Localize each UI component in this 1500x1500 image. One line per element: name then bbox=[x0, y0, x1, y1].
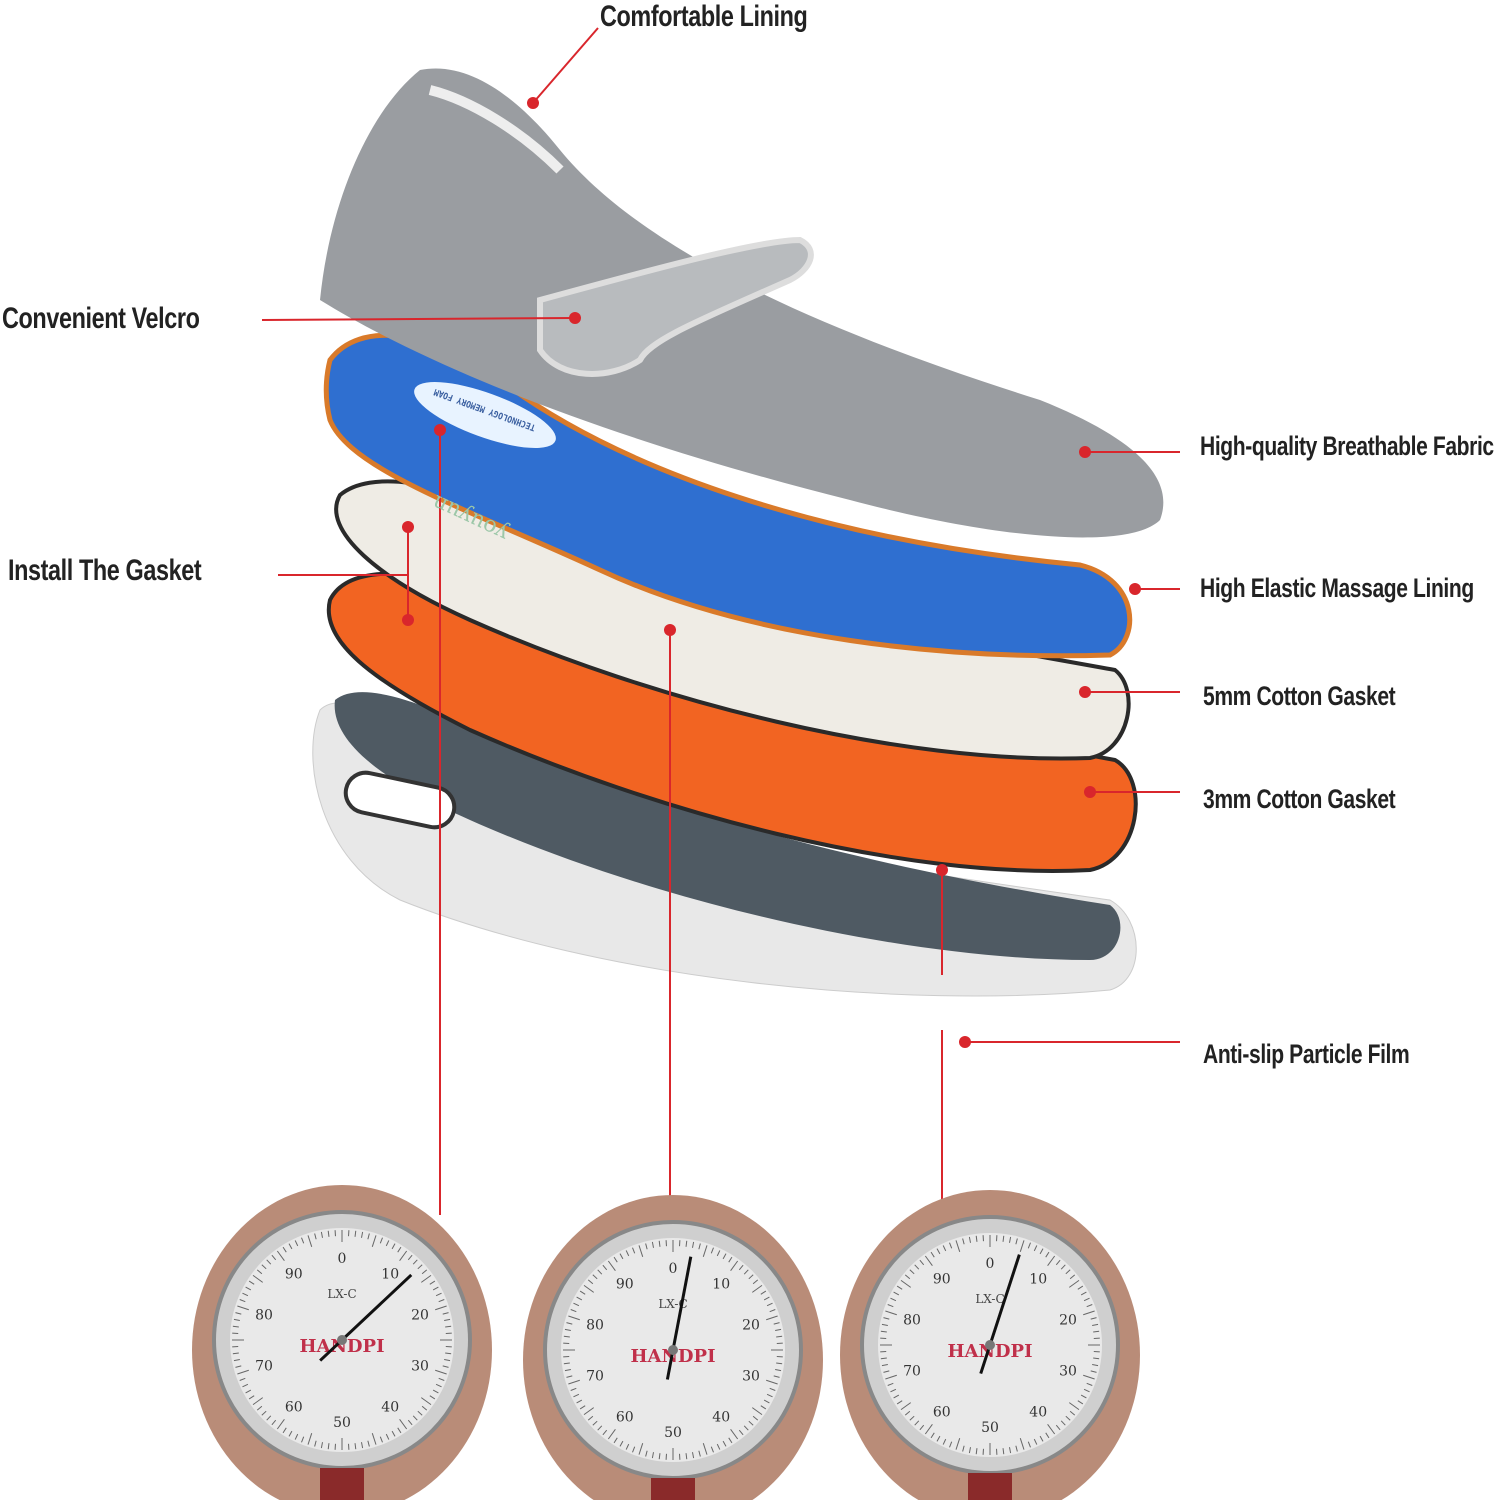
gauge-needle bbox=[665, 1256, 693, 1380]
gauge-brand: HANDPI bbox=[948, 1341, 1033, 1362]
label-anti-slip-film: Anti-slip Particle Film bbox=[1203, 1039, 1410, 1069]
label-breathable-fabric: High-quality Breathable Fabric bbox=[1200, 431, 1494, 461]
gauge-tick-label: 70 bbox=[255, 1358, 273, 1374]
gauge-brand: HANDPI bbox=[300, 1336, 385, 1357]
gauge-tick-label: 90 bbox=[933, 1272, 951, 1288]
gauge-tick-label: 30 bbox=[411, 1358, 429, 1374]
gauge-tick-label: 50 bbox=[333, 1415, 351, 1431]
gauge-needle bbox=[319, 1273, 413, 1362]
gauge-tick-label: 20 bbox=[411, 1308, 429, 1324]
gauge-tick-label: 10 bbox=[381, 1267, 399, 1283]
gauge-tick-label: 60 bbox=[933, 1404, 951, 1420]
velcro-strap bbox=[537, 236, 814, 377]
gauge-pivot bbox=[668, 1345, 678, 1355]
label-install-gasket: Install The Gasket bbox=[8, 554, 202, 587]
gauge-tick-label: 80 bbox=[903, 1313, 921, 1329]
gauge-tick-label: 80 bbox=[255, 1308, 273, 1324]
gauge-needle bbox=[979, 1254, 1021, 1374]
gauge-tick-label: 80 bbox=[586, 1318, 604, 1334]
gauge-tick-label: 30 bbox=[1059, 1363, 1077, 1379]
gauge-tick-label: 40 bbox=[712, 1409, 730, 1425]
gauge-tick-label: 60 bbox=[285, 1399, 303, 1415]
gauge-tick-label: 10 bbox=[712, 1277, 730, 1293]
label-5mm-cotton-gasket: 5mm Cotton Gasket bbox=[1203, 681, 1396, 711]
gauge-stem bbox=[651, 1478, 695, 1500]
label-convenient-velcro: Convenient Velcro bbox=[2, 302, 200, 335]
gauge-tick-label: 0 bbox=[986, 1256, 995, 1272]
insole-sticker-badge bbox=[414, 382, 556, 448]
gauge-tick-label: 40 bbox=[1029, 1404, 1047, 1420]
gauge-tick-label: 0 bbox=[338, 1251, 347, 1267]
gauge-pivot bbox=[337, 1335, 347, 1345]
callout-dots bbox=[402, 97, 1141, 1048]
gauge-tick-label: 50 bbox=[664, 1425, 682, 1441]
outsole bbox=[312, 692, 1137, 997]
gauge-tick-label: 60 bbox=[616, 1409, 634, 1425]
gauge-tick-label: 70 bbox=[586, 1368, 604, 1384]
gauge-tick-label: 50 bbox=[981, 1420, 999, 1436]
gauge-pivot bbox=[985, 1340, 995, 1350]
label-3mm-cotton-gasket: 3mm Cotton Gasket bbox=[1203, 784, 1396, 814]
gauge-stem bbox=[968, 1473, 1012, 1500]
gauge-model: LX-C bbox=[975, 1292, 1004, 1306]
label-comfortable-lining: Comfortable Lining bbox=[600, 0, 808, 33]
label-massage-lining: High Elastic Massage Lining bbox=[1200, 573, 1474, 603]
gauge-tick-label: 40 bbox=[381, 1399, 399, 1415]
gauge-tick-label: 20 bbox=[742, 1318, 760, 1334]
gauge-tick-label: 70 bbox=[903, 1363, 921, 1379]
gauge-tick-label: 0 bbox=[669, 1261, 678, 1277]
gauge-tick-label: 10 bbox=[1029, 1272, 1047, 1288]
callout-lines bbox=[261, 27, 1180, 1220]
gauge-tick-label: 90 bbox=[285, 1267, 303, 1283]
gauge-stem bbox=[320, 1468, 364, 1500]
gauge-tick-label: 20 bbox=[1059, 1313, 1077, 1329]
gauge-tick-label: 30 bbox=[742, 1368, 760, 1384]
gauge-model: LX-C bbox=[327, 1287, 356, 1301]
gauge-tick-label: 90 bbox=[616, 1277, 634, 1293]
